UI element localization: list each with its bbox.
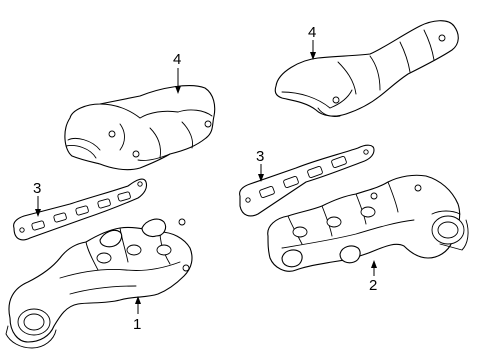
leader-lines xyxy=(35,40,377,314)
arrowhead-4-right xyxy=(310,52,316,60)
arrowhead-2 xyxy=(371,260,377,268)
callout-labels: 4 4 3 3 1 2 xyxy=(33,24,377,333)
callout-2: 2 xyxy=(369,277,377,294)
arrowhead-3-right xyxy=(258,174,264,182)
callout-3-left: 3 xyxy=(33,180,41,197)
arrowhead-3-left xyxy=(35,209,41,217)
right-heat-shield xyxy=(274,20,459,117)
arrowhead-4-left xyxy=(175,86,181,94)
left-exhaust-manifold xyxy=(5,218,193,349)
callout-4-right: 4 xyxy=(308,24,316,41)
right-gasket xyxy=(239,144,375,217)
callout-4-left: 4 xyxy=(173,51,181,68)
arrowhead-1 xyxy=(135,296,141,304)
callout-3-right: 3 xyxy=(256,148,264,165)
right-exhaust-manifold xyxy=(267,174,469,272)
callout-1: 1 xyxy=(133,316,141,333)
left-heat-shield xyxy=(64,85,216,171)
